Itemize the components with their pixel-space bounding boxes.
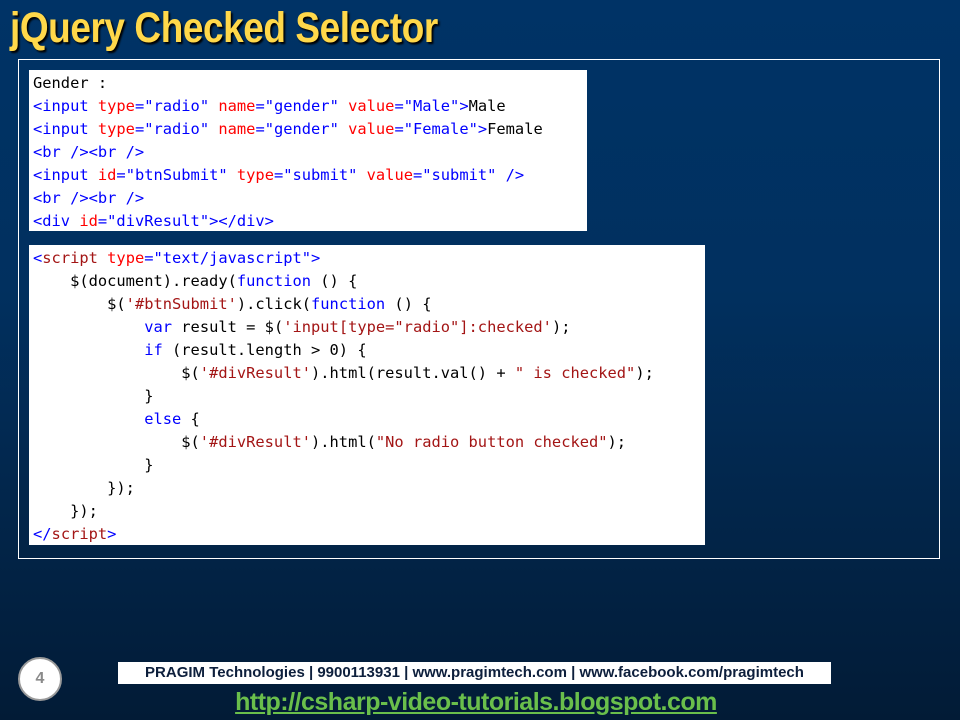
code-line: <script type="text/javascript"> — [33, 247, 705, 270]
code-token: ="submit" /> — [412, 166, 525, 184]
code-token: ); — [635, 364, 654, 382]
code-token: $(document).ready( — [33, 272, 237, 290]
code-token: value — [348, 97, 395, 115]
code-token: type — [236, 166, 274, 184]
code-token — [33, 410, 144, 428]
code-line: </script> — [33, 523, 705, 546]
code-token: { — [181, 410, 200, 428]
code-line: } — [33, 385, 705, 408]
code-token: }); — [33, 502, 98, 520]
code-token: ="divResult"></div> — [97, 212, 274, 230]
code-token: type — [97, 97, 135, 115]
code-token: id — [79, 212, 98, 230]
code-token: ="gender" — [255, 97, 349, 115]
code-line: $('#divResult').html(result.val() + " is… — [33, 362, 705, 385]
code-line: <div id="divResult"></div> — [33, 210, 587, 233]
code-line: else { — [33, 408, 705, 431]
code-token: () { — [385, 295, 432, 313]
code-token: (result.length > 0) { — [162, 341, 367, 359]
contact-info-bar: PRAGIM Technologies | 9900113931 | www.p… — [118, 662, 831, 684]
code-token: id — [97, 166, 117, 184]
code-token: "No radio button checked" — [375, 433, 608, 451]
code-token: value — [348, 120, 395, 138]
code-token: ="text/javascript"> — [144, 249, 321, 267]
code-token: <br /><br /> — [33, 143, 145, 161]
code-token: } — [33, 456, 154, 474]
code-line: $('#btnSubmit').click(function () { — [33, 293, 705, 316]
code-line: <br /><br /> — [33, 141, 587, 164]
html-code-block: Gender :<input type="radio" name="gender… — [29, 70, 587, 231]
code-token: type — [107, 249, 145, 267]
javascript-code-block: <script type="text/javascript"> $(docume… — [29, 245, 705, 545]
code-token: '#divResult' — [199, 433, 311, 451]
code-line: } — [33, 454, 705, 477]
code-token: Female — [487, 120, 543, 138]
code-token: name — [218, 97, 256, 115]
code-line: }); — [33, 477, 705, 500]
content-frame — [18, 59, 940, 559]
code-line: }); — [33, 500, 705, 523]
code-token: ="Male"> — [394, 97, 469, 115]
code-token: script — [42, 249, 108, 267]
code-token: '#divResult' — [199, 364, 311, 382]
code-token: <br /><br /> — [33, 189, 145, 207]
code-token: }); — [33, 479, 135, 497]
code-token: ="btnSubmit" — [116, 166, 237, 184]
code-token: name — [218, 120, 256, 138]
code-token: else — [144, 410, 182, 428]
code-line: Gender : — [33, 72, 587, 95]
code-token: type — [97, 120, 135, 138]
code-line: <input id="btnSubmit" type="submit" valu… — [33, 164, 587, 187]
code-line: var result = $('input[type="radio"]:chec… — [33, 316, 705, 339]
code-token: ="Female"> — [394, 120, 488, 138]
code-token: Gender : — [33, 74, 108, 92]
code-token: ).click( — [236, 295, 312, 313]
code-token: $( — [33, 295, 126, 313]
code-token: ="submit" — [273, 166, 367, 184]
code-token: if — [144, 341, 163, 359]
code-line: $(document).ready(function () { — [33, 270, 705, 293]
code-token: ="gender" — [255, 120, 349, 138]
code-line: <input type="radio" name="gender" value=… — [33, 118, 587, 141]
code-token: <input — [33, 166, 98, 184]
code-token: <div — [33, 212, 80, 230]
code-token: " is checked" — [514, 364, 636, 382]
code-token: function — [311, 295, 386, 313]
code-token: function — [236, 272, 311, 290]
code-token: ); — [551, 318, 571, 336]
code-token: <input — [33, 97, 98, 115]
code-token: Male — [468, 97, 506, 115]
code-token: <input — [33, 120, 98, 138]
code-line: <input type="radio" name="gender" value=… — [33, 95, 587, 118]
slide-title: jQuery Checked Selector — [10, 4, 438, 52]
code-token: } — [33, 387, 154, 405]
code-token: script — [51, 525, 108, 543]
code-token: ).html( — [311, 433, 376, 451]
code-token: () { — [311, 272, 358, 290]
code-token: var — [144, 318, 173, 336]
code-token — [33, 341, 144, 359]
code-token: < — [33, 249, 43, 267]
code-token: ="radio" — [134, 120, 219, 138]
code-token: $( — [33, 364, 200, 382]
code-line: <br /><br /> — [33, 187, 587, 210]
page-number-badge: 4 — [18, 657, 62, 701]
code-token: ).html(result.val() + — [311, 364, 515, 382]
code-token: value — [366, 166, 413, 184]
code-token: ="radio" — [134, 97, 219, 115]
code-token: $( — [33, 433, 200, 451]
blog-link[interactable]: http://csharp-video-tutorials.blogspot.c… — [235, 688, 717, 716]
code-line: if (result.length > 0) { — [33, 339, 705, 362]
code-token: </ — [33, 525, 52, 543]
code-token: ); — [607, 433, 627, 451]
code-token: 'input[type="radio"]:checked' — [283, 318, 552, 336]
code-token: > — [107, 525, 117, 543]
code-line: $('#divResult').html("No radio button ch… — [33, 431, 705, 454]
code-token — [33, 318, 144, 336]
code-token: result = $( — [172, 318, 284, 336]
code-token: '#btnSubmit' — [125, 295, 237, 313]
